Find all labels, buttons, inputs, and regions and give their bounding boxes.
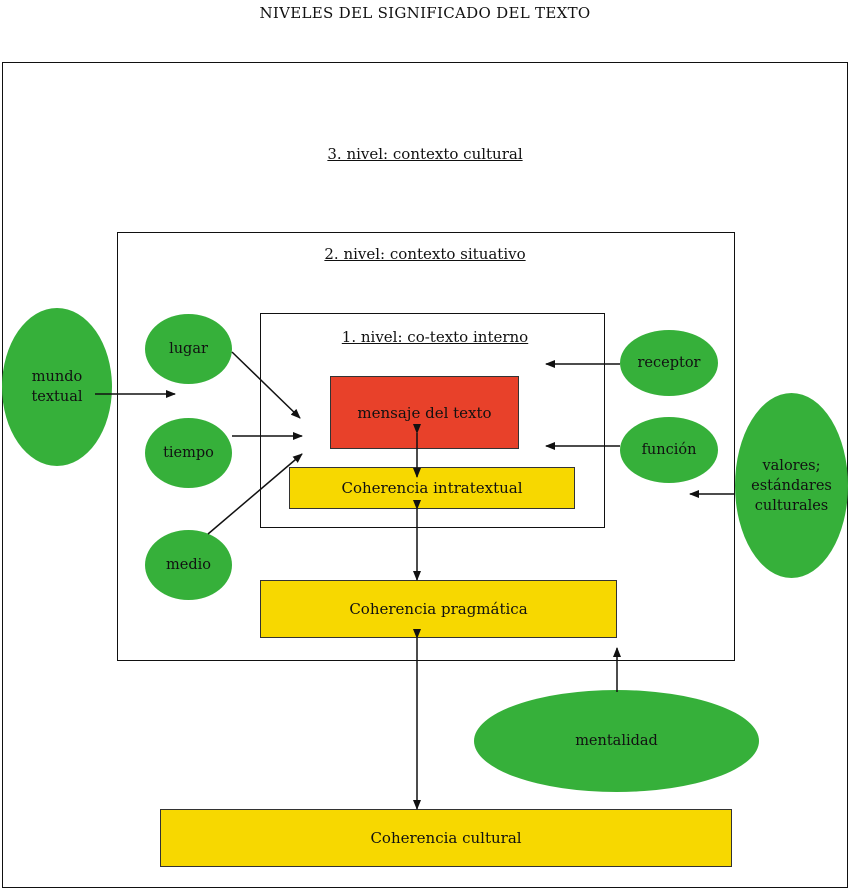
valores-line3: culturales (754, 497, 829, 514)
level3-label: 3. nivel: contexto cultural (327, 145, 523, 163)
coherencia-pragmatica-box: Coherencia pragmática (260, 580, 617, 638)
lugar-ellipse: lugar (145, 314, 232, 384)
level2-frame (117, 232, 735, 661)
coherencia-intratextual-box: Coherencia intratextual (289, 467, 575, 509)
tiempo-ellipse: tiempo (145, 418, 232, 488)
medio-label: medio (166, 557, 211, 573)
arrow-lugar (231, 351, 301, 419)
mentalidad-label: mentalidad (575, 733, 658, 749)
coherencia-cultural-box: Coherencia cultural (160, 809, 732, 867)
receptor-label: receptor (637, 355, 701, 371)
valores-line1: valores; (762, 457, 821, 474)
level2-label: 2. nivel: contexto situativo (324, 245, 526, 263)
mensaje-box: mensaje del texto (330, 376, 519, 449)
valores-ellipse: valores; estándares culturales (735, 393, 848, 578)
arrow-medio (207, 453, 303, 535)
lugar-label: lugar (169, 341, 208, 357)
funcion-ellipse: función (620, 417, 718, 483)
tiempo-label: tiempo (163, 445, 214, 461)
mundo-textual-line2: textual (31, 389, 83, 405)
valores-line2: estándares (751, 477, 832, 494)
level1-label: 1. nivel: co-texto interno (341, 328, 529, 346)
mentalidad-ellipse: mentalidad (474, 690, 759, 792)
mundo-textual-line1: mundo (31, 369, 83, 385)
diagram-title: NIVELES DEL SIGNIFICADO DEL TEXTO (259, 4, 591, 22)
funcion-label: función (641, 442, 697, 458)
level1-frame (260, 313, 605, 528)
mundo-textual-ellipse: mundo textual (2, 308, 112, 466)
medio-ellipse: medio (145, 530, 232, 600)
receptor-ellipse: receptor (620, 330, 718, 396)
